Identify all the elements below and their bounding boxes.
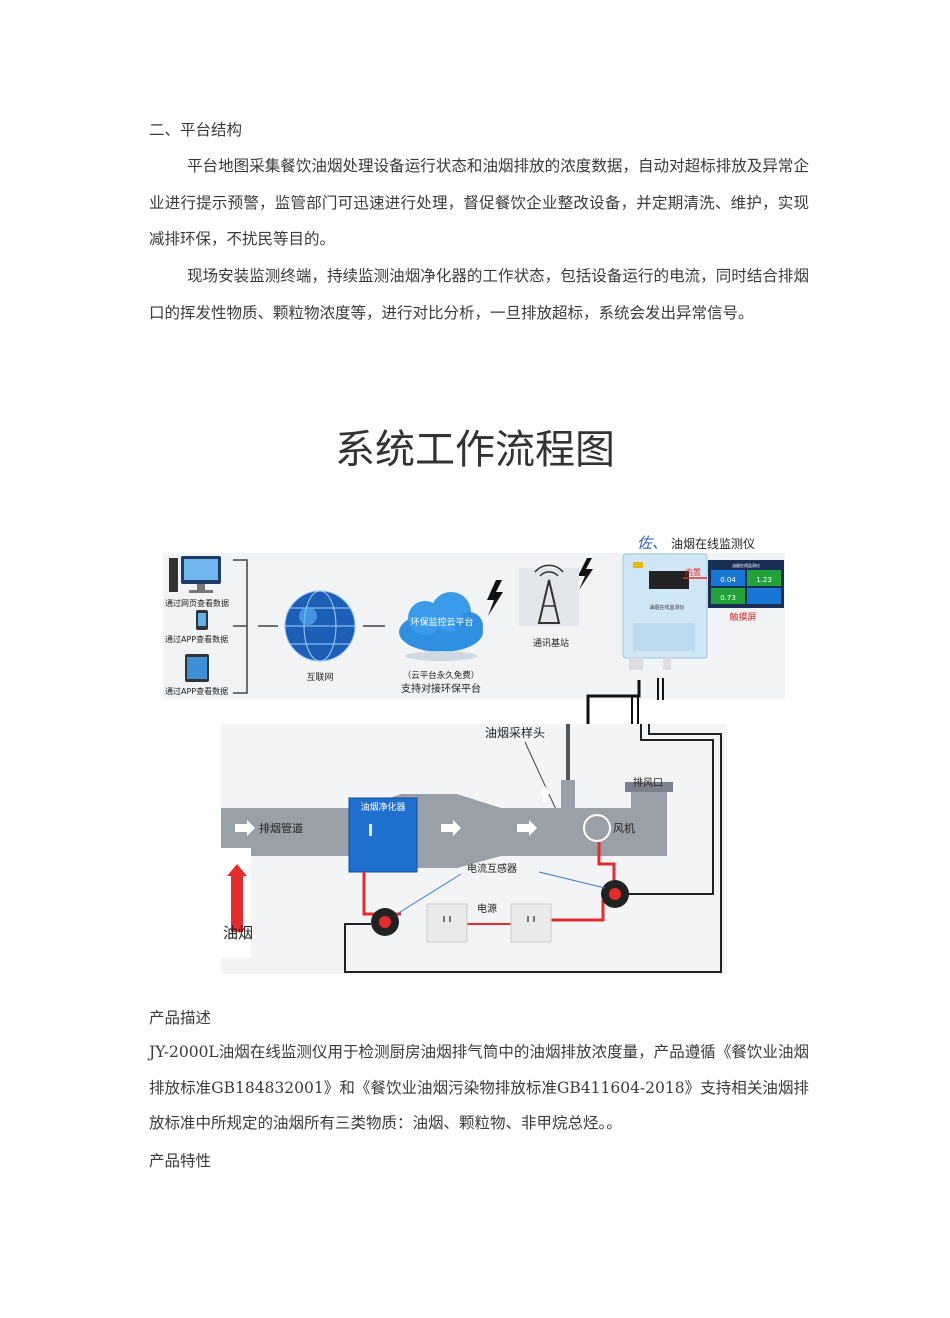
phone-label: 通过APP查看数据 [165, 634, 228, 644]
power-socket-icon [510, 903, 552, 943]
exhaust-pipe [221, 782, 673, 958]
arrow-icon [441, 820, 461, 836]
svg-text:0.04: 0.04 [720, 576, 736, 584]
cloud-label: 环保监控云平台 [410, 616, 473, 628]
device-caption: 油烟在线监测仪 [649, 604, 684, 611]
product-desc-heading: 产品描述 [149, 1009, 212, 1027]
svg-text:油烟在线监测仪: 油烟在线监测仪 [732, 562, 760, 568]
pc-icon [169, 556, 221, 593]
device-logo: 佐、 [637, 534, 667, 552]
tower-label: 通讯基站 [533, 637, 569, 649]
touch-screen: 油烟在线监测仪 0.04 1.23 0.73 [708, 560, 784, 608]
product-desc-text: JY-2000L油烟在线监测仪用于检测厨房油烟排气筒中的油烟排放浓度量，产品遵循… [149, 1043, 809, 1132]
paragraph-platform-map: 平台地图采集餐饮油烟处理设备运行状态和油烟排放的浓度数据，自动对超标排放及异常企… [149, 157, 809, 249]
features-heading: 产品特性 [149, 1152, 212, 1170]
arrow-icon [235, 820, 255, 836]
diagram-title: 系统工作流程图 [335, 427, 615, 473]
exhaust-port-label: 排风口 [633, 776, 663, 789]
fan-icon [583, 814, 611, 842]
tablet-icon [185, 654, 209, 682]
current-transformer-icon [371, 908, 399, 936]
tower-icon [519, 564, 579, 626]
power-socket-icon [426, 903, 468, 943]
svg-text:0.73: 0.73 [720, 594, 736, 602]
fan-label: 风机 [613, 821, 635, 835]
section-heading: 二、平台结构 [149, 121, 243, 139]
arrow-icon [517, 820, 537, 836]
globe-icon [284, 590, 356, 662]
lightning-icon [487, 580, 503, 616]
network-diagram: 通过网页查看数据 通过APP查看数据 通过APP查看数据 互联网 环保监控云平台… [163, 534, 785, 700]
duct-diagram: 油烟采样头 油烟净化器 排烟管道 风机 排风口 油烟 电流 [221, 724, 727, 974]
smoke-arrow-icon [227, 864, 247, 932]
pc-label: 通过网页查看数据 [165, 598, 229, 608]
connector-wires [586, 696, 639, 728]
tablet-label: 通过APP查看数据 [165, 686, 228, 696]
purifier-box [348, 797, 418, 873]
internet-label: 互联网 [306, 672, 333, 683]
ct-label: 电流互感器 [467, 862, 517, 875]
sampling-head-label: 油烟采样头 [485, 725, 545, 740]
duct-label: 排烟管道 [259, 821, 303, 835]
smoke-label: 油烟 [223, 924, 253, 942]
arrow-icon [539, 786, 551, 802]
power-label: 电源 [477, 902, 497, 915]
monitor-device: 油烟在线监测仪 [622, 553, 708, 670]
lightning-icon [578, 558, 593, 590]
svg-text:1.23: 1.23 [756, 576, 772, 584]
cloud-note-free: （云平台永久免费） [403, 670, 480, 681]
device-title: 油烟在线监测仪 [671, 537, 755, 551]
phone-icon [196, 610, 208, 630]
cloud-icon [399, 592, 483, 661]
touch-screen-label: 触摸屏 [729, 611, 756, 623]
current-transformer-icon [601, 880, 629, 908]
builtin-label: 内置 [685, 567, 701, 577]
paragraph-monitoring-terminal: 现场安装监测终端，持续监测油烟净化器的工作状态，包括设备运行的电流，同时结合排烟… [149, 267, 809, 322]
purifier-label: 油烟净化器 [360, 801, 405, 813]
cloud-note-platform: 支持对接环保平台 [401, 682, 481, 695]
